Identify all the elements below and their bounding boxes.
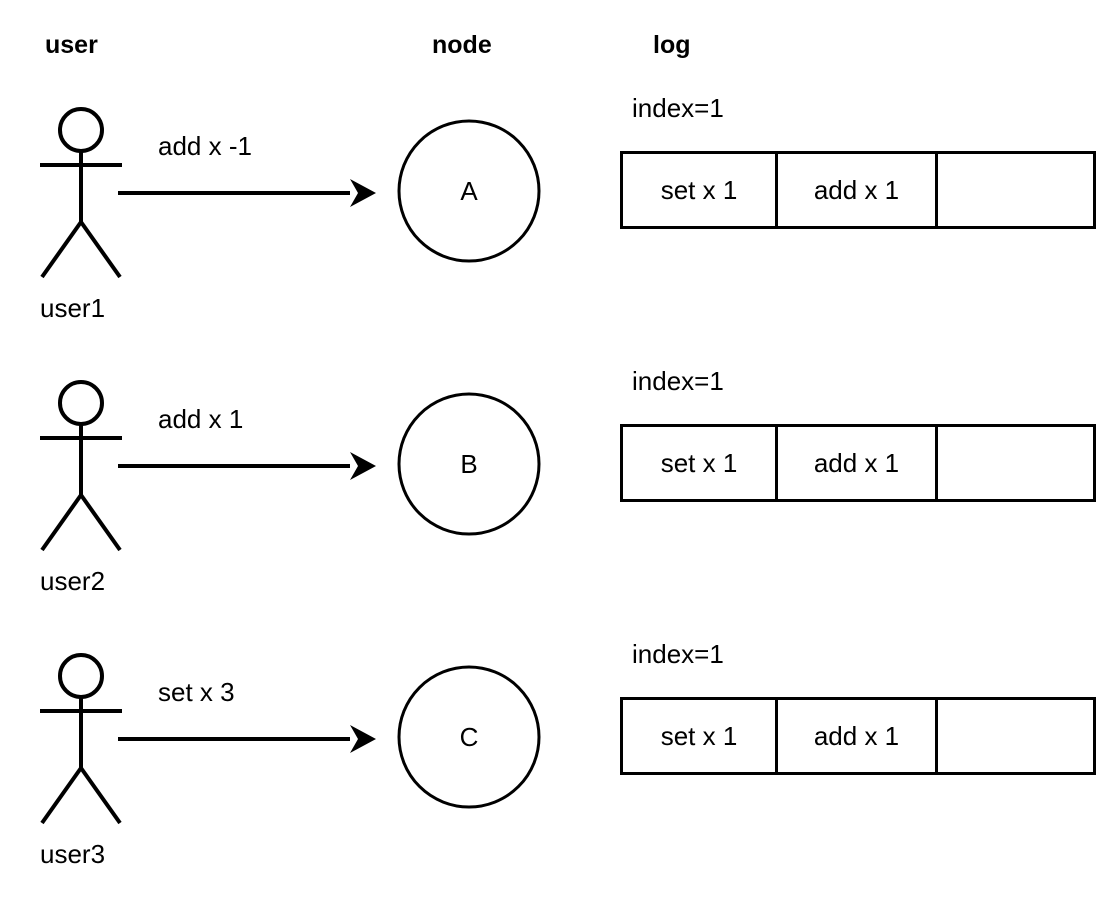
column-header-user: user	[45, 31, 98, 59]
node-label: A	[460, 176, 478, 206]
log-entry-cell: set x 1	[623, 154, 778, 226]
log-table: set x 1 add x 1	[620, 151, 1096, 229]
request-arrow	[118, 175, 378, 215]
diagram-row: user2 add x 1 B index=1 set x 1 add x 1	[0, 368, 1118, 628]
log-index-label: index=1	[632, 639, 724, 669]
log-entry-cell: add x 1	[778, 700, 938, 772]
request-arrow	[118, 448, 378, 488]
log-entry-cell: add x 1	[778, 154, 938, 226]
log-entry-cell: set x 1	[623, 427, 778, 499]
log-entry-cell-empty	[938, 427, 1093, 499]
log-entry-cell-empty	[938, 154, 1093, 226]
log-index-label: index=1	[632, 93, 724, 123]
request-label: set x 3	[158, 677, 235, 707]
request-label: add x 1	[158, 404, 244, 434]
log-entry-cell-empty	[938, 700, 1093, 772]
stick-figure-icon	[40, 95, 170, 285]
node-circle: B	[396, 391, 542, 537]
node-circle: C	[396, 664, 542, 810]
user-label: user3	[40, 839, 106, 869]
stick-figure-icon	[40, 368, 170, 558]
node-label: B	[460, 449, 478, 479]
log-table: set x 1 add x 1	[620, 697, 1096, 775]
stick-figure-icon	[40, 641, 170, 831]
user-label: user1	[40, 293, 106, 323]
user-label: user2	[40, 566, 106, 596]
column-header-log: log	[653, 31, 691, 59]
log-entry-cell: set x 1	[623, 700, 778, 772]
log-table: set x 1 add x 1	[620, 424, 1096, 502]
node-label: C	[459, 722, 479, 752]
log-entry-cell: add x 1	[778, 427, 938, 499]
node-circle: A	[396, 118, 542, 264]
diagram-row: user1 add x -1 A index=1 set x 1 add x 1	[0, 95, 1118, 355]
diagram-row: user3 set x 3 C index=1 set x 1 add x 1	[0, 641, 1118, 901]
column-header-node: node	[432, 31, 492, 59]
log-index-label: index=1	[632, 366, 724, 396]
request-arrow	[118, 721, 378, 761]
request-label: add x -1	[158, 131, 252, 161]
